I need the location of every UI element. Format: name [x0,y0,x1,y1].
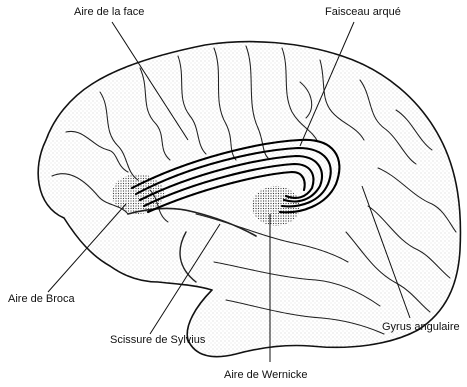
sylvian-fissure-label: Scissure de Sylvius [110,334,206,346]
broca-area-label: Aire de Broca [8,293,76,305]
angular-gyrus-label: Gyrus angulaire [382,321,460,333]
wernicke-area-label: Aire de Wernicke [224,369,308,381]
arcuate-fasciculus-label: Faisceau arqué [325,6,401,18]
face-area-label: Aire de la face [74,6,144,18]
